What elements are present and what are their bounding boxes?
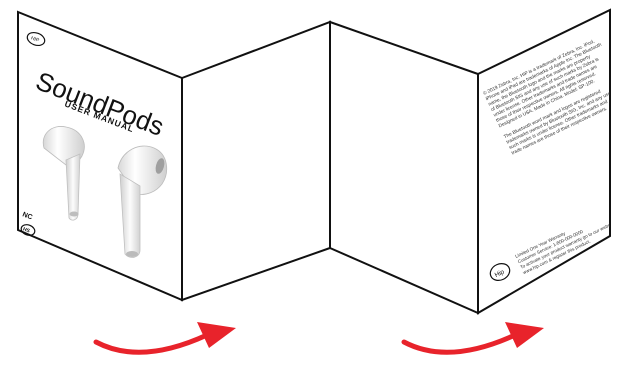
curved-arrow-right-icon xyxy=(96,322,236,352)
cover-panel: HIP SoundPods USER MANUAL NC HS xyxy=(18,12,182,300)
curved-arrow-right-icon xyxy=(404,322,544,352)
inner-panel-left xyxy=(182,22,330,300)
inner-panel-right xyxy=(330,22,478,313)
back-panel: © 2019 Zebra, Inc. HIP is a trademark of… xyxy=(478,10,624,313)
